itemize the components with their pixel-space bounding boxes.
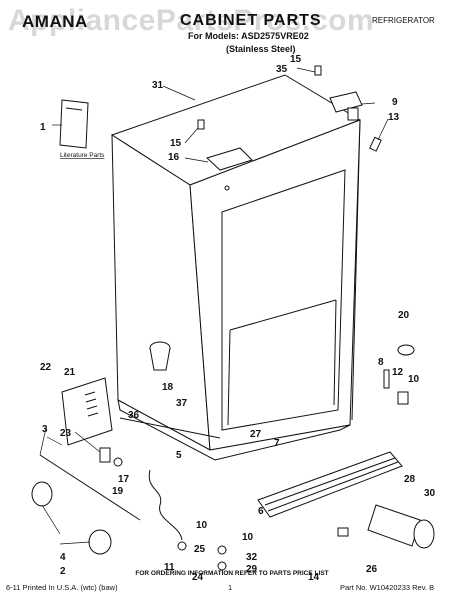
callout: 9 — [392, 97, 398, 108]
callout: 13 — [388, 112, 400, 123]
callout: 28 — [404, 474, 416, 485]
model-line: For Models: ASD2575VRE02 — [188, 31, 309, 41]
page-number: 1 — [228, 583, 233, 592]
callout: 32 — [246, 552, 258, 563]
callout: 19 — [112, 486, 124, 497]
base-grille — [257, 451, 403, 518]
callout: 22 — [40, 362, 52, 373]
callout: 8 — [378, 357, 384, 368]
callout: 6 — [258, 506, 264, 517]
callout: 36 — [128, 410, 140, 421]
callout: 3 — [42, 424, 48, 435]
drain-cup — [149, 341, 171, 371]
roller-assembly — [367, 504, 435, 549]
callout: 4 — [60, 552, 66, 563]
callout: 27 — [250, 429, 262, 440]
callout: 15 — [170, 138, 182, 149]
callout: 24 — [192, 572, 204, 583]
page-title: CABINET PARTS — [180, 12, 322, 29]
callout: 37 — [176, 398, 188, 409]
screw-set — [197, 65, 382, 152]
order-note: FOR ORDERING INFORMATION REFER TO PARTS … — [135, 570, 329, 577]
literature-booklet — [59, 99, 89, 149]
watermark: AppliancePartsPros.com — [8, 4, 375, 37]
callout: 2 — [60, 566, 66, 577]
callout: 10 — [408, 374, 420, 385]
brand-logo: AMANA — [22, 12, 88, 31]
callout: 21 — [64, 367, 76, 378]
callout: 14 — [308, 572, 320, 583]
callout: 7 — [274, 438, 280, 449]
part-number: Part No. W10420233 Rev. B — [340, 583, 435, 592]
top-hinge — [206, 147, 253, 191]
callout: 31 — [152, 80, 164, 91]
finish-line: (Stainless Steel) — [226, 44, 296, 54]
callout-labels: 1 2 3 4 5 6 7 8 9 10 10 10 11 12 13 14 1… — [40, 54, 436, 583]
callout: 16 — [168, 152, 180, 163]
callout: 15 — [290, 54, 302, 65]
callout: 30 — [424, 488, 436, 499]
callout: 18 — [162, 382, 174, 393]
callout: 25 — [194, 544, 206, 555]
rear-access-panel — [61, 377, 113, 446]
callout: 11 — [164, 562, 175, 573]
callout: 5 — [176, 450, 182, 461]
drain-hose — [119, 417, 221, 541]
callout: 20 — [398, 310, 410, 321]
base-hardware — [99, 344, 415, 571]
cabinet-shell — [110, 74, 362, 461]
callout: 23 — [60, 428, 72, 439]
callout: 29 — [246, 564, 258, 575]
callout: 17 — [118, 474, 130, 485]
print-info: 6-11 Printed In U.S.A. (wtc) (baw) — [6, 583, 118, 592]
literature-label: Literature Parts — [60, 152, 105, 159]
callout: 35 — [276, 64, 288, 75]
front-roller-left — [31, 454, 141, 555]
callout: 26 — [366, 564, 378, 575]
callout: 12 — [392, 367, 404, 378]
callout: 10 — [242, 532, 254, 543]
callout: 10 — [196, 520, 208, 531]
leader-lines — [39, 67, 389, 545]
category-label: REFRIGERATOR — [372, 16, 435, 25]
callout: 1 — [40, 122, 46, 133]
hinge-bracket-right — [329, 91, 363, 121]
